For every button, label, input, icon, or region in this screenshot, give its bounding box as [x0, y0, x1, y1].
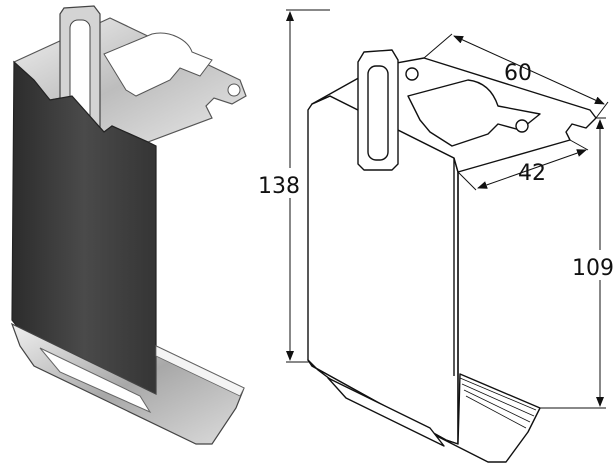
bottom-tray: [10, 322, 245, 445]
ld-top-hole: [405, 67, 419, 81]
dim-label-138: 138: [258, 174, 300, 199]
shaded-bracket-render: [10, 5, 247, 445]
ld-flange-hole: [515, 119, 529, 133]
dim-label-60: 60: [504, 61, 532, 86]
dim-60-line: [453, 35, 605, 105]
tray-lip: [155, 345, 245, 397]
ld-side-panel: [453, 158, 459, 444]
top-cutout: [103, 32, 213, 97]
ld-bottom-slot: [327, 377, 445, 447]
ld-tray-hatch: [459, 377, 537, 429]
bottom-slot: [39, 347, 152, 414]
top-hole: [227, 83, 241, 97]
dim-label-42: 42: [518, 161, 546, 186]
dim-42-line: [477, 149, 587, 189]
line-drawing-bracket: [307, 49, 597, 463]
ld-tab-slot: [367, 65, 389, 161]
dim-label-109: 109: [572, 256, 613, 281]
